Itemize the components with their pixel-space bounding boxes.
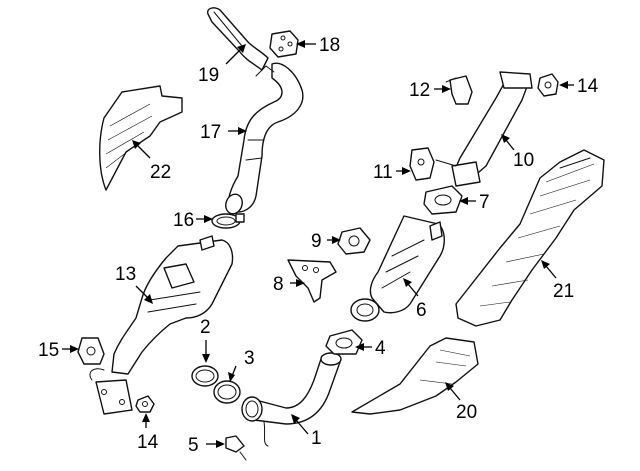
callout-label-1: 1 [311,428,322,449]
callout-label-18: 18 [319,35,340,56]
callout-1: 1 [291,414,322,449]
part-5-sensor [225,435,247,461]
part-3-seal-ring [213,380,241,404]
callout-label-12: 12 [409,80,430,101]
callout-13: 13 [115,264,153,304]
callout-label-11: 11 [373,162,393,183]
part-13-converter-assembly [89,235,234,415]
callout-19: 19 [198,44,246,86]
part-19-tube [207,7,269,71]
part-15-gasket [77,337,105,365]
callout-label-6: 6 [416,300,427,321]
part-14-lower-nut [135,395,155,413]
callout-15: 15 [38,340,79,361]
callout-10: 10 [501,134,534,171]
part-1-exhaust-pipe [241,352,342,447]
callout-7: 7 [459,192,490,213]
part-2-band-clamp [191,365,219,387]
callout-label-20: 20 [456,402,477,423]
part-8-bracket [287,259,337,303]
part-17-downpipe [225,62,304,215]
callout-2: 2 [200,317,211,363]
callout-label-21: 21 [553,281,574,302]
callout-21: 21 [541,260,574,302]
part-12-bracket [445,75,473,105]
callout-label-15: 15 [38,340,59,361]
callout-3: 3 [228,348,255,382]
callout-label-14-lower: 14 [137,432,159,453]
callout-22: 22 [132,140,171,183]
part-10-pipe [435,71,533,187]
callout-label-2: 2 [200,317,211,338]
part-4-gasket [325,329,363,355]
part-7-gasket [423,185,463,215]
part-22-heat-shield [99,85,183,191]
callout-16: 16 [173,210,213,231]
callout-label-16: 16 [173,210,194,231]
callout-8: 8 [273,274,305,295]
callout-label-19: 19 [198,65,219,86]
callout-label-10: 10 [513,150,534,171]
part-9-gasket [337,227,371,255]
callout-label-7: 7 [479,192,490,213]
part-20-lower-heat-shield [351,337,479,415]
callout-4: 4 [355,338,386,359]
callout-6: 6 [403,278,427,321]
callout-label-9: 9 [311,231,322,252]
callout-label-4: 4 [375,338,386,359]
callout-14-upper: 14 [559,76,599,97]
part-21-heat-shield [455,149,605,327]
callout-5: 5 [188,435,225,456]
callout-20: 20 [445,382,477,423]
callout-label-17: 17 [200,122,221,143]
part-18-grommet [269,30,299,58]
callout-label-8: 8 [273,274,284,295]
callout-label-14-upper: 14 [577,76,599,97]
part-11-bracket [409,147,435,181]
callout-17: 17 [200,122,247,143]
part-6-catalytic-converter [350,215,445,322]
callout-label-3: 3 [244,348,255,369]
callout-9: 9 [311,231,341,252]
part-14-upper-nut [537,73,559,97]
part-16-clamp [211,213,245,229]
callout-11: 11 [373,162,411,183]
callout-18: 18 [296,35,340,56]
callout-12: 12 [409,80,451,101]
callout-14-lower: 14 [137,413,159,453]
callout-label-5: 5 [188,435,199,456]
callout-label-13: 13 [115,264,136,285]
callout-label-22: 22 [150,162,171,183]
